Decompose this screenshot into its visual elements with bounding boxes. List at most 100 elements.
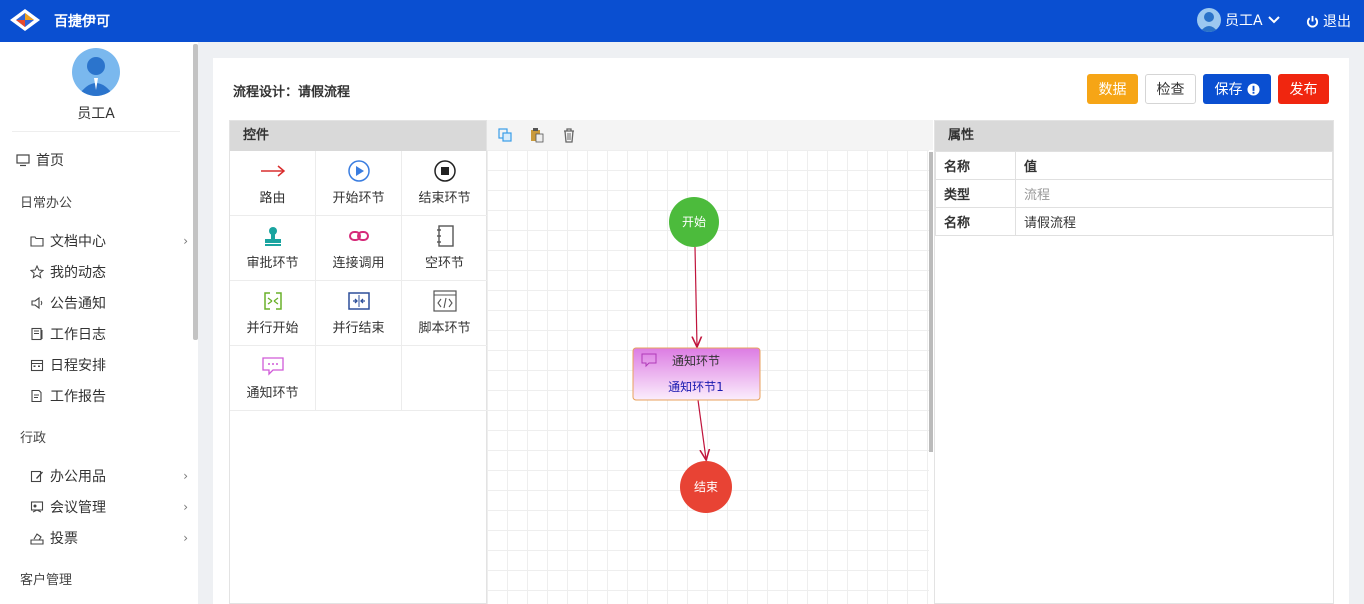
code-icon xyxy=(432,290,457,312)
properties-table: 名称 值 类型 流程 名称 请假流程 xyxy=(935,151,1333,236)
canvas-toolbar xyxy=(487,120,933,150)
trash-icon[interactable] xyxy=(561,127,577,143)
split-icon xyxy=(263,292,282,310)
table-row: 类型 流程 xyxy=(935,179,1333,208)
sidebar-item-meetings[interactable]: 会议管理› xyxy=(30,497,188,517)
report-icon xyxy=(31,389,42,403)
save-button[interactable]: 保存 xyxy=(1203,74,1271,104)
chevron-down-icon xyxy=(1267,16,1280,24)
ballot-icon xyxy=(30,533,44,545)
flow-node-end-label: 结束 xyxy=(694,480,718,494)
publish-button[interactable]: 发布 xyxy=(1278,74,1329,104)
control-empty-node[interactable]: 空环节 xyxy=(402,216,488,281)
calendar-icon xyxy=(30,359,44,372)
notebook-icon xyxy=(436,225,454,247)
merge-icon xyxy=(347,292,370,310)
sidebar-item-office-supplies[interactable]: 办公用品› xyxy=(30,466,188,486)
control-empty-cell xyxy=(316,346,402,411)
control-script-node[interactable]: 脚本环节 xyxy=(402,281,488,346)
speaker-icon xyxy=(31,296,43,310)
monitor-icon xyxy=(16,154,30,167)
sidebar-item-work-log[interactable]: 工作日志 xyxy=(30,324,188,344)
sidebar-item-activity[interactable]: 我的动态 xyxy=(30,262,188,282)
control-link-call[interactable]: 连接调用 xyxy=(316,216,402,281)
sidebar-item-home[interactable]: 首页 xyxy=(16,150,186,170)
control-parallel-start[interactable]: 并行开始 xyxy=(230,281,316,346)
control-notify-node[interactable]: 通知环节 xyxy=(230,346,316,411)
property-key: 类型 xyxy=(935,179,1016,208)
flow-diagram: 开始 通知环节 通知环节1 结束 xyxy=(632,197,761,513)
section-admin: 行政 xyxy=(20,431,47,446)
control-end-node[interactable]: 结束环节 xyxy=(402,151,488,216)
arrow-right-icon xyxy=(260,165,285,177)
check-button[interactable]: 检查 xyxy=(1145,74,1196,104)
column-header-name: 名称 xyxy=(935,151,1016,180)
flow-node-start[interactable]: 开始 xyxy=(669,197,719,247)
page-title: 流程设计：请假流程 xyxy=(233,85,351,100)
user-menu[interactable]: 员工A xyxy=(1197,8,1281,32)
sidebar-item-schedule[interactable]: 日程安排 xyxy=(30,355,188,375)
table-row[interactable]: 名称 请假流程 xyxy=(935,207,1333,236)
canvas-grid[interactable]: 开始 通知环节 通知环节1 结束 xyxy=(487,150,929,604)
power-icon xyxy=(1306,15,1319,27)
control-empty-cell xyxy=(402,346,488,411)
app-logo xyxy=(10,9,40,31)
flow-canvas[interactable]: 开始 通知环节 通知环节1 结束 xyxy=(487,120,933,604)
profile-name: 员工A xyxy=(77,106,115,122)
main-content: 流程设计：请假流程 数据 检查 保存 发布 控件 路由 开始环节 结束环节 审批… xyxy=(213,58,1349,604)
flow-edge-notify-end[interactable] xyxy=(697,399,706,459)
flow-node-notify-name: 通知环节1 xyxy=(668,380,724,394)
sidebar: 员工A 首页 日常办公 文档中心› 我的动态 公告通知 工作日志 日程安排 工作… xyxy=(0,42,198,604)
link-icon xyxy=(348,231,369,241)
save-label: 保存 xyxy=(1214,82,1243,98)
message-icon xyxy=(261,357,284,376)
properties-panel: 属性 名称 值 类型 流程 名称 请假流程 xyxy=(934,120,1334,604)
stop-icon xyxy=(433,160,456,182)
control-route[interactable]: 路由 xyxy=(230,151,316,216)
controls-panel: 控件 路由 开始环节 结束环节 审批环节 连接调用 空环节 并行开始 并行结束 … xyxy=(229,120,488,604)
flow-node-notify[interactable]: 通知环节 通知环节1 xyxy=(632,347,761,401)
properties-header: 属性 xyxy=(935,121,1333,151)
sidebar-scrollbar[interactable] xyxy=(193,44,198,340)
meeting-icon xyxy=(30,501,44,513)
canvas-scrollbar[interactable] xyxy=(929,152,933,452)
star-icon xyxy=(30,265,44,279)
sidebar-item-announcements[interactable]: 公告通知 xyxy=(30,293,188,313)
chevron-right-icon: › xyxy=(183,531,188,545)
copy-icon[interactable] xyxy=(497,127,513,143)
property-key: 名称 xyxy=(935,207,1016,236)
top-bar: 百捷伊可 员工A 退出 xyxy=(0,0,1364,42)
sidebar-item-vote[interactable]: 投票› xyxy=(30,528,188,548)
sidebar-item-documents[interactable]: 文档中心› xyxy=(30,231,188,251)
flow-node-end[interactable]: 结束 xyxy=(680,461,732,513)
section-customer: 客户管理 xyxy=(20,573,73,588)
paste-icon[interactable] xyxy=(529,127,545,143)
user-avatar-icon xyxy=(1197,8,1221,32)
chevron-right-icon: › xyxy=(183,500,188,514)
logout-button[interactable]: 退出 xyxy=(1306,11,1351,31)
property-value: 流程 xyxy=(1015,179,1333,208)
table-header-row: 名称 值 xyxy=(935,151,1333,180)
property-value[interactable]: 请假流程 xyxy=(1015,207,1333,236)
sidebar-item-work-report[interactable]: 工作报告 xyxy=(30,386,188,406)
flow-node-notify-title: 通知环节 xyxy=(672,354,720,368)
control-parallel-end[interactable]: 并行结束 xyxy=(316,281,402,346)
control-approval-node[interactable]: 审批环节 xyxy=(230,216,316,281)
flow-edge-start-notify[interactable] xyxy=(695,246,697,346)
stamp-icon xyxy=(264,227,281,246)
logout-label: 退出 xyxy=(1323,14,1351,30)
divider xyxy=(12,131,180,132)
control-start-node[interactable]: 开始环节 xyxy=(316,151,402,216)
book-icon xyxy=(31,327,43,341)
user-name: 员工A xyxy=(1225,13,1263,29)
message-icon xyxy=(641,353,657,368)
data-button[interactable]: 数据 xyxy=(1087,74,1138,104)
chevron-right-icon: › xyxy=(183,469,188,483)
edit-icon xyxy=(30,470,43,483)
column-header-value: 值 xyxy=(1015,151,1333,180)
chevron-right-icon: › xyxy=(183,234,188,248)
app-title: 百捷伊可 xyxy=(54,14,110,30)
profile-avatar-icon xyxy=(72,48,120,96)
section-daily-office: 日常办公 xyxy=(20,196,73,211)
controls-header: 控件 xyxy=(230,121,486,151)
